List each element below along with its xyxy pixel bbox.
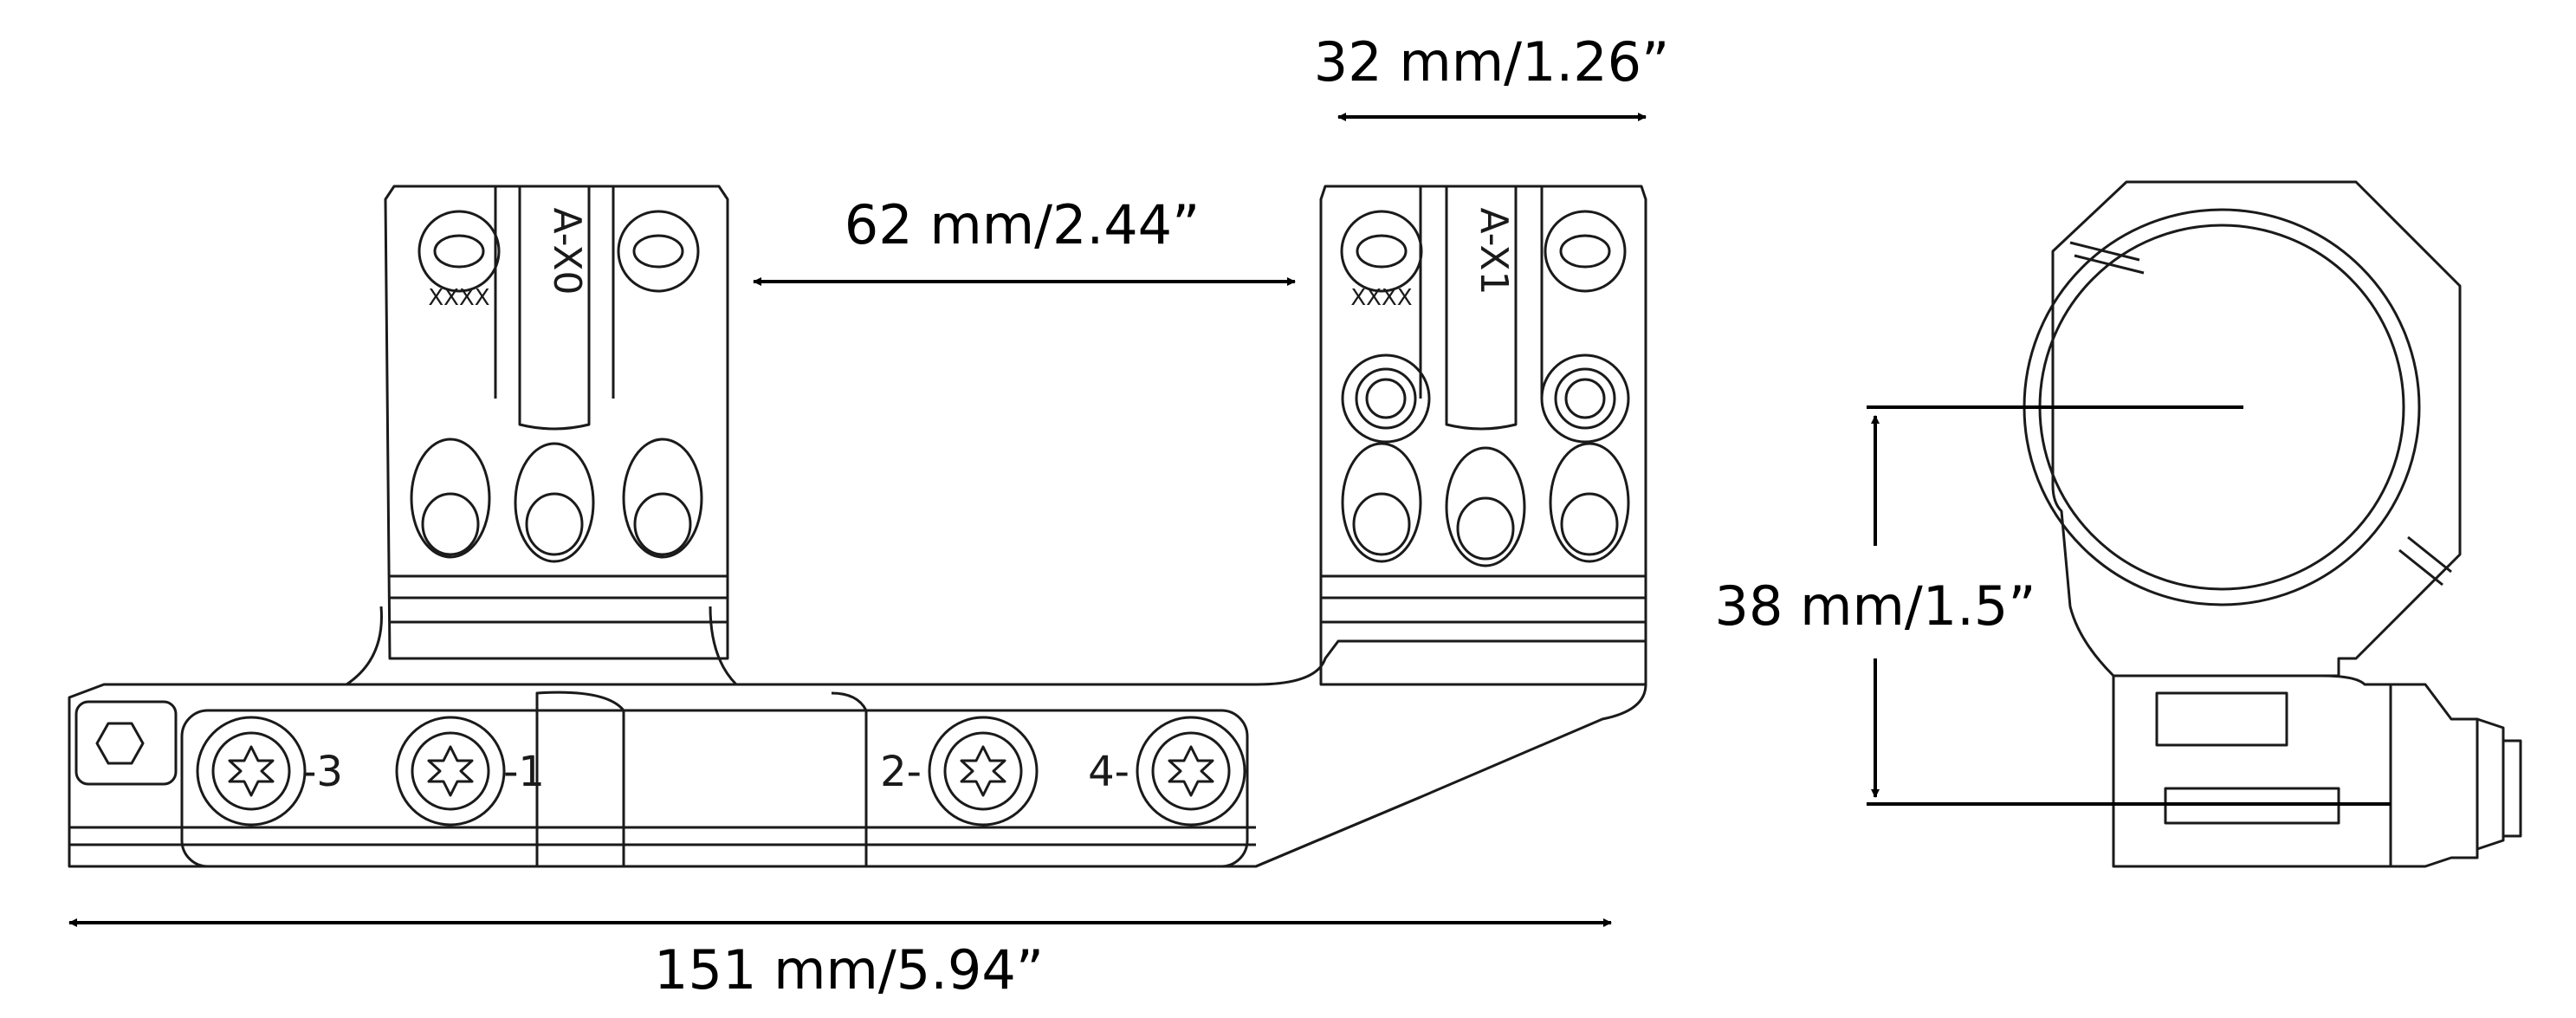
front-ring-mark: A-X0: [545, 208, 589, 295]
screw-mark-1: -3: [301, 748, 343, 796]
rear-ring-mark: A-X1: [1472, 208, 1516, 295]
front-serial-mark: XXXX: [428, 285, 489, 311]
clamp-plate: [180, 709, 1249, 868]
screw-mark-3: 2-: [880, 748, 922, 796]
ring-spacing-label: 62 mm/2.44”: [844, 193, 1201, 256]
center-height-label: 38 mm/1.5”: [1714, 574, 2036, 638]
torx-screw-3: [928, 716, 1039, 827]
front-ring: [384, 185, 729, 660]
end-view: [2023, 180, 2522, 868]
hex-bolt: [74, 700, 178, 786]
dimension-lines: [68, 113, 2391, 927]
torx-screw-4: [1136, 716, 1246, 827]
rear-serial-mark: XXXX: [1350, 285, 1412, 311]
screw-mark-4: 4-: [1088, 748, 1129, 796]
cross-bolt: [2389, 683, 2479, 868]
end-ring-body: [2051, 180, 2462, 678]
end-clamp: [2112, 674, 2392, 868]
rear-ring: [1319, 185, 1647, 686]
screw-mark-2: -1: [503, 748, 545, 796]
ring-width-label: 32 mm/1.26”: [1313, 30, 1670, 94]
torx-screw-1: [196, 716, 307, 827]
overall-length-label: 151 mm/5.94”: [654, 938, 1044, 1002]
torx-screw-2: [395, 716, 506, 827]
side-view: [68, 185, 1647, 868]
